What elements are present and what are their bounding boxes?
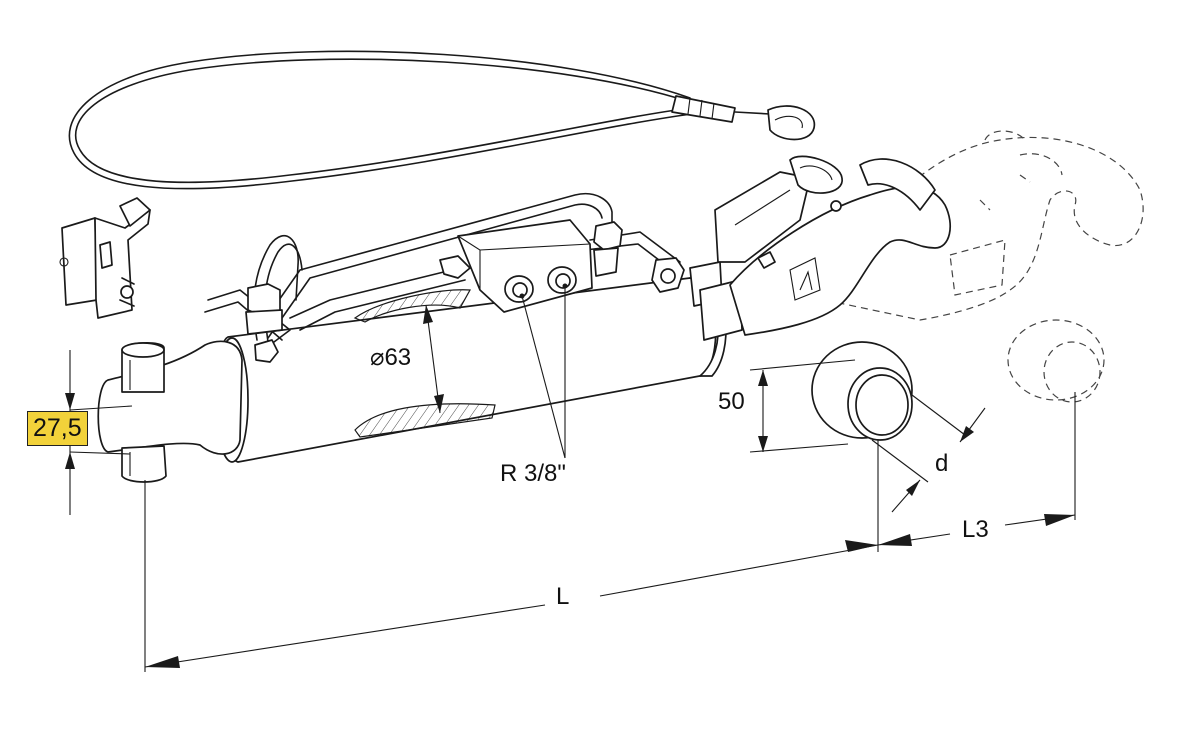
extra-length-label: L3 (962, 516, 989, 543)
fittings (245, 221, 685, 363)
port-thread-label: R 3/8" (500, 460, 566, 487)
dim-length-L (144, 440, 879, 672)
ball-height-label: 50 (718, 388, 745, 415)
ghost-hook-extended (824, 130, 1144, 403)
cylinder-diameter-label: ⌀63 (370, 344, 412, 371)
safety-chain (68, 50, 816, 190)
dim-ball-bore (871, 394, 986, 513)
coupling-ball (811, 341, 913, 441)
piston-rod (689, 261, 743, 341)
length-label: L (556, 583, 570, 610)
pin-height-label: 27,5 (27, 411, 88, 446)
cylinder-eye-with-pin (97, 340, 243, 483)
dim-port-thread (519, 283, 568, 459)
dim-ball-height (749, 359, 856, 453)
quick-coupler-hook (714, 155, 952, 336)
hydraulic-cylinder (215, 277, 727, 463)
ball-bore-label: d (935, 450, 949, 477)
dim-cylinder-diameter (423, 304, 444, 414)
spare-clip-part (59, 197, 151, 319)
valve-block (457, 219, 593, 313)
dim-length-L3 (877, 392, 1076, 546)
